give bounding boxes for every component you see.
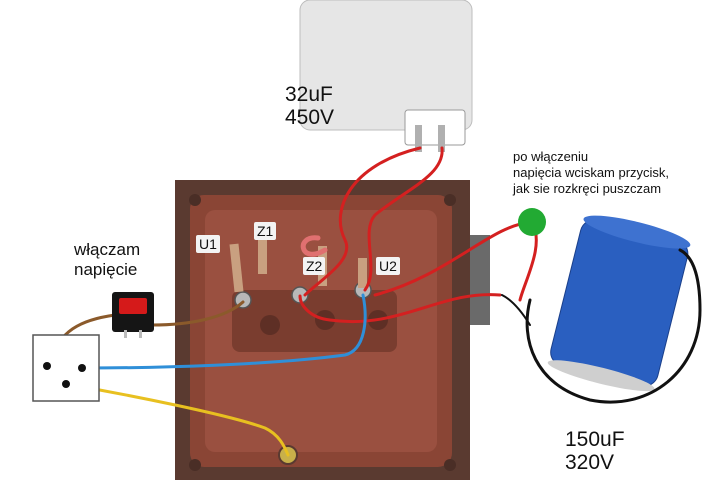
run-capacitor	[299, 0, 473, 152]
button-note-line3: jak sie rozkręci puszczam	[513, 181, 662, 196]
rocker-switch	[112, 292, 154, 338]
button-note-line1: po włączeniu	[513, 149, 589, 164]
switch-note-line1: włączam	[74, 240, 141, 259]
button-note-line2: napięcia wciskam przycisk,	[513, 165, 670, 180]
start-push-button	[518, 208, 546, 236]
wire-black-cap-loop	[525, 248, 702, 404]
socket-terminal-1	[43, 362, 51, 370]
wire-red-button-to-u2	[373, 220, 534, 297]
power-socket	[32, 334, 100, 402]
wire-red-run-cap-right	[363, 146, 444, 292]
wire-red-loop	[300, 235, 328, 257]
wire-red-cap-to-z2	[298, 293, 502, 324]
socket-terminal-2	[78, 364, 86, 372]
start-cap-value-label: 150uF	[565, 428, 625, 451]
wire-yellow	[64, 382, 290, 457]
start-capacitor	[547, 215, 691, 392]
terminal-label-z2: Z2	[303, 257, 326, 275]
terminal-label-u1: U1	[196, 235, 220, 253]
run-cap-voltage-label: 450V	[285, 106, 335, 129]
wire-red-run-cap-left	[303, 146, 422, 297]
socket-terminal-3	[62, 380, 70, 388]
wire-black-cap-lead	[501, 294, 531, 326]
terminal-label-u2: U2	[376, 257, 400, 275]
switch-note-line2: napięcie	[74, 260, 138, 279]
run-cap-value-label: 32uF	[285, 83, 333, 106]
wire-blue	[80, 293, 367, 370]
start-cap-voltage-label: 320V	[565, 451, 615, 474]
wires	[45, 146, 702, 457]
motor-terminal-box	[175, 180, 490, 480]
terminal-label-z1: Z1	[254, 222, 277, 240]
wire-brown-to-u1	[150, 300, 245, 327]
